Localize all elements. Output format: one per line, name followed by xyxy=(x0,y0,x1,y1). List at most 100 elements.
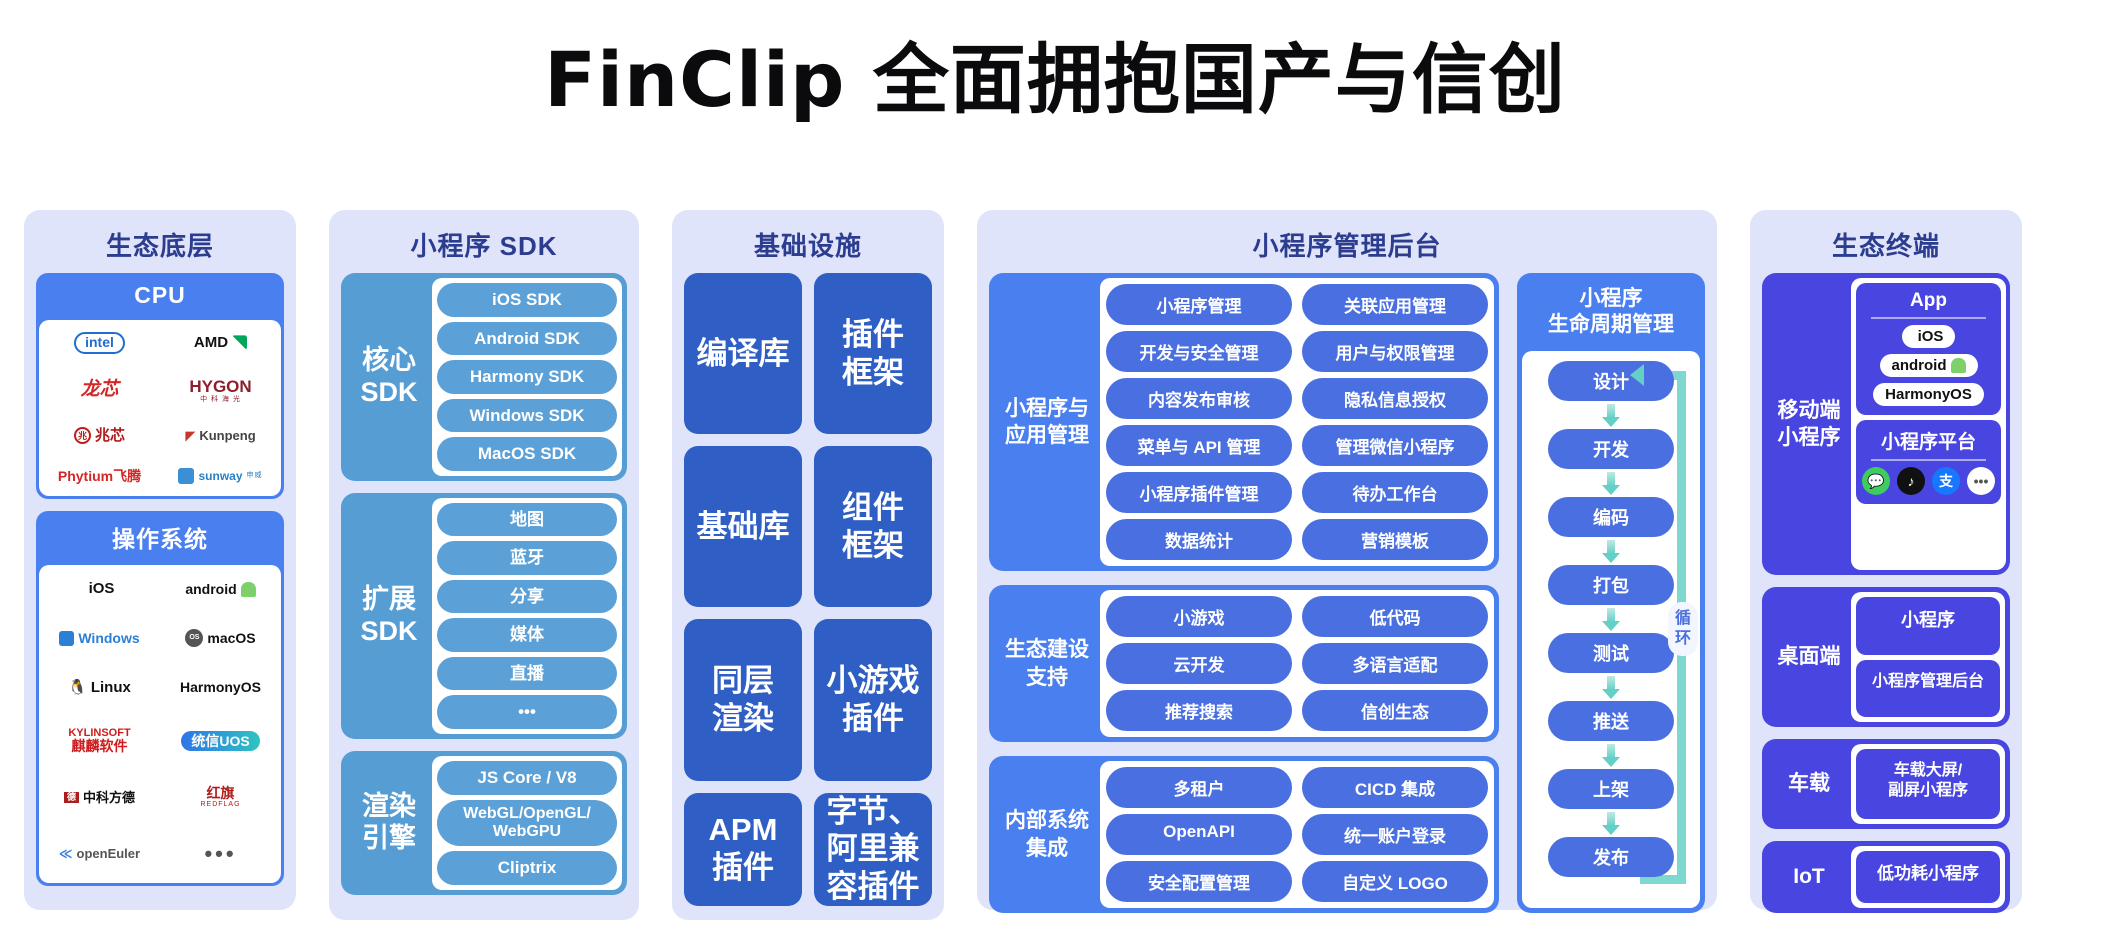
infra-cell[interactable]: 插件框架 xyxy=(814,273,932,435)
sdk-item[interactable]: 蓝牙 xyxy=(437,541,617,575)
infra-cell[interactable]: 编译库 xyxy=(684,273,802,435)
admin-item[interactable]: 小程序管理 xyxy=(1106,284,1292,325)
lifecycle-step[interactable]: 设计 xyxy=(1548,360,1674,401)
admin-item[interactable]: 开发与安全管理 xyxy=(1106,331,1292,372)
sdk-item-more[interactable]: ••• xyxy=(437,695,617,730)
harmonyos-chip[interactable]: HarmonyOS xyxy=(1873,383,1984,406)
admin-item[interactable]: 统一账户登录 xyxy=(1302,814,1488,855)
ios-chip[interactable]: iOS xyxy=(1901,325,1956,348)
admin-group-items: 小游戏 低代码 云开发 多语言适配 推荐搜索 信创生态 xyxy=(1100,590,1494,737)
admin-item[interactable]: 用户与权限管理 xyxy=(1302,331,1488,372)
lifecycle-step[interactable]: 测试 xyxy=(1548,632,1674,673)
panel-title-sdk: 小程序 SDK xyxy=(410,231,558,261)
sdk-group-render-label: 渲染引擎 xyxy=(362,791,416,853)
lifecycle-step[interactable]: 上架 xyxy=(1548,768,1674,809)
admin-item[interactable]: 多租户 xyxy=(1106,767,1292,808)
admin-item[interactable]: 低代码 xyxy=(1302,596,1488,637)
terminal-group-body: App iOS android HarmonyOS 小程序平台 💬 ♪ 支 ••… xyxy=(1851,278,2006,570)
sdk-item[interactable]: Windows SDK xyxy=(437,398,617,433)
sdk-item[interactable]: iOS SDK xyxy=(437,283,617,317)
admin-group-items: 小程序管理 关联应用管理 开发与安全管理 用户与权限管理 内容发布审核 隐私信息… xyxy=(1100,278,1494,566)
lifecycle-column: 小程序生命周期管理 循环 设计 开发 编码 打包 xyxy=(1517,273,1705,913)
zhongke-fangde-logo: 德中科方德 xyxy=(63,790,135,805)
social-platform-icons: 💬 ♪ 支 ••• xyxy=(1862,467,1995,495)
admin-item[interactable]: 管理微信小程序 xyxy=(1302,425,1488,466)
admin-item[interactable]: 自定义 LOGO xyxy=(1302,861,1488,902)
admin-item[interactable]: CICD 集成 xyxy=(1302,767,1488,808)
admin-item[interactable]: 安全配置管理 xyxy=(1106,861,1292,902)
admin-item[interactable]: 推荐搜索 xyxy=(1106,690,1292,731)
sdk-item[interactable]: Android SDK xyxy=(437,321,617,356)
sdk-item[interactable]: 媒体 xyxy=(437,618,617,652)
admin-item[interactable]: 数据统计 xyxy=(1106,519,1292,560)
sdk-item[interactable]: Harmony SDK xyxy=(437,360,617,394)
terminal-group-iot: IoT 低功耗小程序 xyxy=(1762,841,2010,913)
sdk-group-extension-items: 地图 蓝牙 分享 媒体 直播 ••• xyxy=(432,497,622,735)
sdk-item[interactable]: 地图 xyxy=(437,502,617,537)
more-platforms-icon[interactable]: ••• xyxy=(1967,467,1995,495)
lifecycle-step[interactable]: 发布 xyxy=(1548,836,1674,877)
terminal-group-body: 车载大屏/副屏小程序 xyxy=(1851,744,2005,824)
terminal-item[interactable]: 车载大屏/副屏小程序 xyxy=(1856,749,2000,819)
terminal-card-title: 小程序平台 xyxy=(1871,427,1986,461)
harmonyos-logo: HarmonyOS xyxy=(180,679,261,696)
infra-cell[interactable]: 基础库 xyxy=(684,446,802,608)
admin-item[interactable]: OpenAPI xyxy=(1106,814,1292,855)
arrow-down-icon xyxy=(1602,743,1620,767)
admin-item[interactable]: 云开发 xyxy=(1106,643,1292,684)
sdk-item[interactable]: Cliptrix xyxy=(437,851,617,885)
admin-item[interactable]: 待办工作台 xyxy=(1302,472,1488,513)
eco-os-more-dots: ••• xyxy=(204,840,237,866)
sdk-item[interactable]: JS Core / V8 xyxy=(437,761,617,795)
terminal-group-label: 桌面端 xyxy=(1777,645,1841,669)
sdk-item[interactable]: 分享 xyxy=(437,579,617,614)
infra-cell[interactable]: 同层渲染 xyxy=(684,619,802,781)
admin-item[interactable]: 营销模板 xyxy=(1302,519,1488,560)
wechat-icon[interactable]: 💬 xyxy=(1862,467,1890,495)
alipay-icon[interactable]: 支 xyxy=(1932,467,1960,495)
terminal-group-label: 移动端小程序 xyxy=(1777,398,1841,449)
terminal-item[interactable]: 小程序管理后台 xyxy=(1856,659,2000,717)
admin-body: 小程序与应用管理 小程序管理 关联应用管理 开发与安全管理 用户与权限管理 内容… xyxy=(989,273,1705,913)
arrow-down-icon xyxy=(1602,471,1620,495)
admin-item[interactable]: 小游戏 xyxy=(1106,596,1292,637)
admin-groups: 小程序与应用管理 小程序管理 关联应用管理 开发与安全管理 用户与权限管理 内容… xyxy=(989,273,1499,913)
admin-item[interactable]: 多语言适配 xyxy=(1302,643,1488,684)
panel-title-admin-console: 小程序管理后台 xyxy=(1252,231,1442,261)
android-chip[interactable]: android xyxy=(1879,354,1978,377)
admin-item[interactable]: 小程序插件管理 xyxy=(1106,472,1292,513)
arrow-down-icon xyxy=(1602,675,1620,699)
lifecycle-step[interactable]: 开发 xyxy=(1548,428,1674,469)
admin-item[interactable]: 信创生态 xyxy=(1302,690,1488,731)
panel-title-eco-base: 生态底层 xyxy=(105,231,214,261)
sdk-item[interactable]: 直播 xyxy=(437,656,617,691)
terminal-card-miniapp-platform: 小程序平台 💬 ♪ 支 ••• xyxy=(1856,420,2001,504)
loop-label: 循环 xyxy=(1668,602,1698,657)
admin-item[interactable]: 内容发布审核 xyxy=(1106,378,1292,419)
lifecycle-step[interactable]: 编码 xyxy=(1548,496,1674,537)
admin-item[interactable]: 关联应用管理 xyxy=(1302,284,1488,325)
terminal-item[interactable]: 小程序 xyxy=(1856,597,2000,655)
lifecycle-step[interactable]: 打包 xyxy=(1548,564,1674,605)
admin-item[interactable]: 隐私信息授权 xyxy=(1302,378,1488,419)
uos-logo: 统信UOS xyxy=(181,730,260,752)
loop-arrow-icon xyxy=(1630,363,1644,386)
infra-cell[interactable]: 小游戏插件 xyxy=(814,619,932,781)
admin-group-ecosystem-support: 生态建设支持 小游戏 低代码 云开发 多语言适配 推荐搜索 信创生态 xyxy=(989,585,1499,742)
lifecycle-step[interactable]: 推送 xyxy=(1548,700,1674,741)
douyin-icon[interactable]: ♪ xyxy=(1897,467,1925,495)
sdk-item[interactable]: MacOS SDK xyxy=(437,437,617,471)
admin-item[interactable]: 菜单与 API 管理 xyxy=(1106,425,1292,466)
sdk-item[interactable]: WebGL/OpenGL/WebGPU xyxy=(437,799,617,847)
terminal-item[interactable]: 低功耗小程序 xyxy=(1856,851,2000,903)
infra-cell[interactable]: 字节、阿里兼容插件 xyxy=(814,792,932,906)
lifecycle-title: 小程序生命周期管理 xyxy=(1548,287,1674,337)
infra-cell[interactable]: 组件框架 xyxy=(814,446,932,608)
